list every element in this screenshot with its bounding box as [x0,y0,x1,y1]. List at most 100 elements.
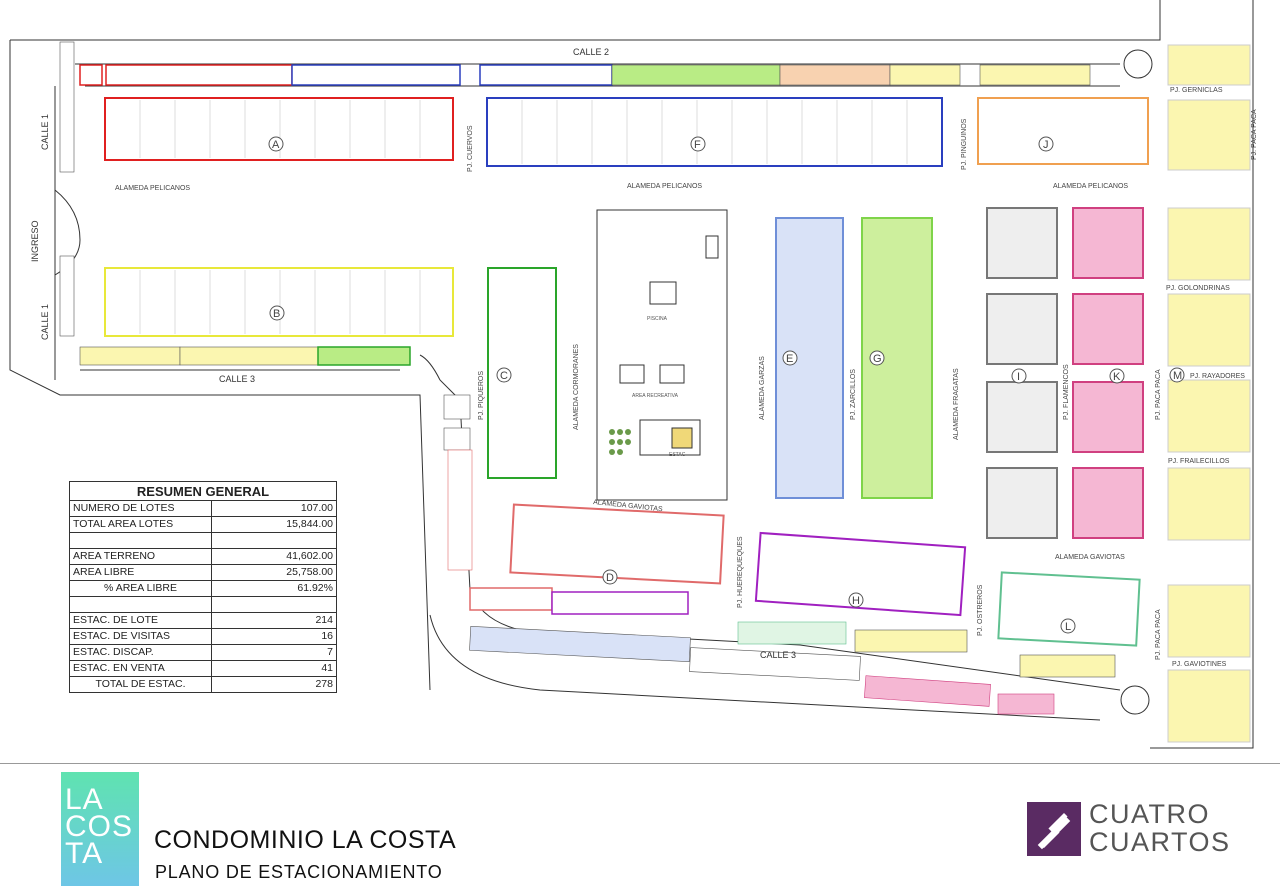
block-l: L [997,571,1141,647]
calle3-left-label: CALLE 3 [219,374,255,384]
alameda-fragatas-label: ALAMEDA FRAGATAS [953,368,960,440]
block-h-outline [754,531,967,617]
alameda-pelicanos-label-2: ALAMEDA PELICANOS [627,183,702,190]
block-i-letter: I [1017,371,1020,383]
calle3-curve-outer [429,614,1101,721]
block-m-letter: M [1173,370,1182,382]
block-h-marker [848,592,864,608]
calle1-top-label: CALLE 1 [40,114,50,150]
block-d: D [509,503,725,585]
block-f-outline [486,97,943,167]
block-g-letter: G [873,353,882,365]
pj-huerequeques-label: PJ. HUEREQUEQUES [737,536,744,608]
pj-zarcillos-label: PJ. ZARCILLOS [850,369,857,420]
block-b-marker [269,305,285,321]
block-c-outline [487,267,557,479]
block-f: F [486,97,943,167]
pj-gaviotines-label: PJ. GAVIOTINES [1172,661,1227,668]
pj-cuervos-label: PJ. CUERVOS [467,125,474,172]
boundary-top [10,0,1161,41]
pj-paca-paca-label-3: PJ. PACA PACA [1155,609,1162,660]
block-c-letter: C [500,370,508,382]
pj-piqueros-label: PJ. PIQUEROS [478,371,485,420]
summary-label: ESTAC. DISCAP. [69,644,212,661]
block-l-outline [997,571,1141,647]
summary-value: 278 [211,676,337,693]
block-e-marker [782,350,798,366]
summary-value: 61.92% [211,580,337,597]
pj-pinguinos-label: PJ. PINGUINOS [961,118,968,170]
page-subtitle: PLANO DE ESTACIONAMIENTO [155,862,443,882]
boundary-left [9,40,431,691]
block-m: M [1167,44,1251,743]
summary-label: TOTAL AREA LOTES [69,516,212,533]
block-d-marker [602,569,618,585]
summary-label: AREA LIBRE [69,564,212,581]
calle1-bottom-label: CALLE 1 [40,304,50,340]
block-k-letter: K [1113,371,1121,383]
block-k: K [1072,207,1144,539]
pj-rayadores-label: PJ. RAYADORES [1190,373,1245,380]
la-costa-logo: LA COS TA [61,772,139,886]
block-f-letter: F [694,139,701,151]
block-b-letter: B [273,308,280,320]
amenity-area: PISCINA AREA RECREATIVA ESTAC [596,209,728,501]
calle2-label: CALLE 2 [573,47,609,57]
pj-frailecillos-label: PJ. FRAILECILLOS [1168,458,1230,465]
block-j: J [977,97,1149,165]
alameda-garzas-label: ALAMEDA GARZAS [759,356,766,420]
footer-divider [0,763,1280,764]
boundary-right [1150,0,1254,749]
block-b-outline [104,267,454,337]
summary-label: TOTAL DE ESTAC. [69,676,212,693]
summary-label: ESTAC. DE LOTE [69,612,212,629]
block-g-marker [869,350,885,366]
block-k-marker [1109,368,1125,384]
block-i-marker [1011,368,1027,384]
pj-flamencos-label: PJ. FLAMENCOS [1063,364,1070,420]
block-a-outline [104,97,454,161]
pj-ostreros-label: PJ. OSTREROS [977,584,984,636]
brand-line: CUARTOS [1089,827,1231,857]
summary-label: % AREA LIBRE [69,580,212,597]
logo-line: TA [65,837,104,870]
block-l-letter: L [1065,621,1071,633]
block-e-letter: E [786,353,793,365]
roundabout-bottom [1120,685,1150,715]
page-title: CONDOMINIO LA COSTA [154,826,457,854]
summary-title: RESUMEN GENERAL [69,481,337,501]
block-h-letter: H [852,595,860,607]
block-a-letter: A [272,139,280,151]
alameda-pelicanos-label-1: ALAMEDA PELICANOS [115,185,190,192]
block-f-marker [690,136,706,152]
logo-line: COS [65,810,134,843]
pj-paca-paca-label-1: PJ. PACA PACA [1251,109,1258,160]
alameda-gaviotas-label-2: ALAMEDA GAVIOTAS [1055,554,1125,561]
parking-rows [59,41,1116,715]
pj-paca-paca-label-2: PJ. PACA PACA [1155,369,1162,420]
block-e: E [775,217,844,499]
summary-label: NUMERO DE LOTES [69,500,212,517]
roundabout-top [1123,49,1153,79]
site-plan: A F J B [9,0,1258,749]
summary-label: AREA TERRENO [69,548,212,565]
piscina-label: PISCINA [647,316,668,322]
block-j-letter: J [1043,139,1049,151]
summary-label: ESTAC. DE VISITAS [69,628,212,645]
summary-value: 7 [211,644,337,661]
summary-value: 41,602.00 [211,548,337,565]
calle3-right-label: CALLE 3 [760,650,796,660]
summary-value: 107.00 [211,500,337,517]
block-c-marker [496,367,512,383]
alameda-cormoranes-label: ALAMEDA CORMORANES [573,344,580,430]
brand-line: CUATRO [1089,799,1210,829]
block-d-letter: D [606,572,614,584]
block-a-marker [268,136,284,152]
block-j-outline [977,97,1149,165]
cuatro-cuartos-logo-icon [1027,802,1081,856]
amenity-outline [596,209,728,501]
block-c: C [487,267,557,479]
brand-name: CUATRO CUARTOS [1089,800,1231,856]
summary-value: 214 [211,612,337,629]
